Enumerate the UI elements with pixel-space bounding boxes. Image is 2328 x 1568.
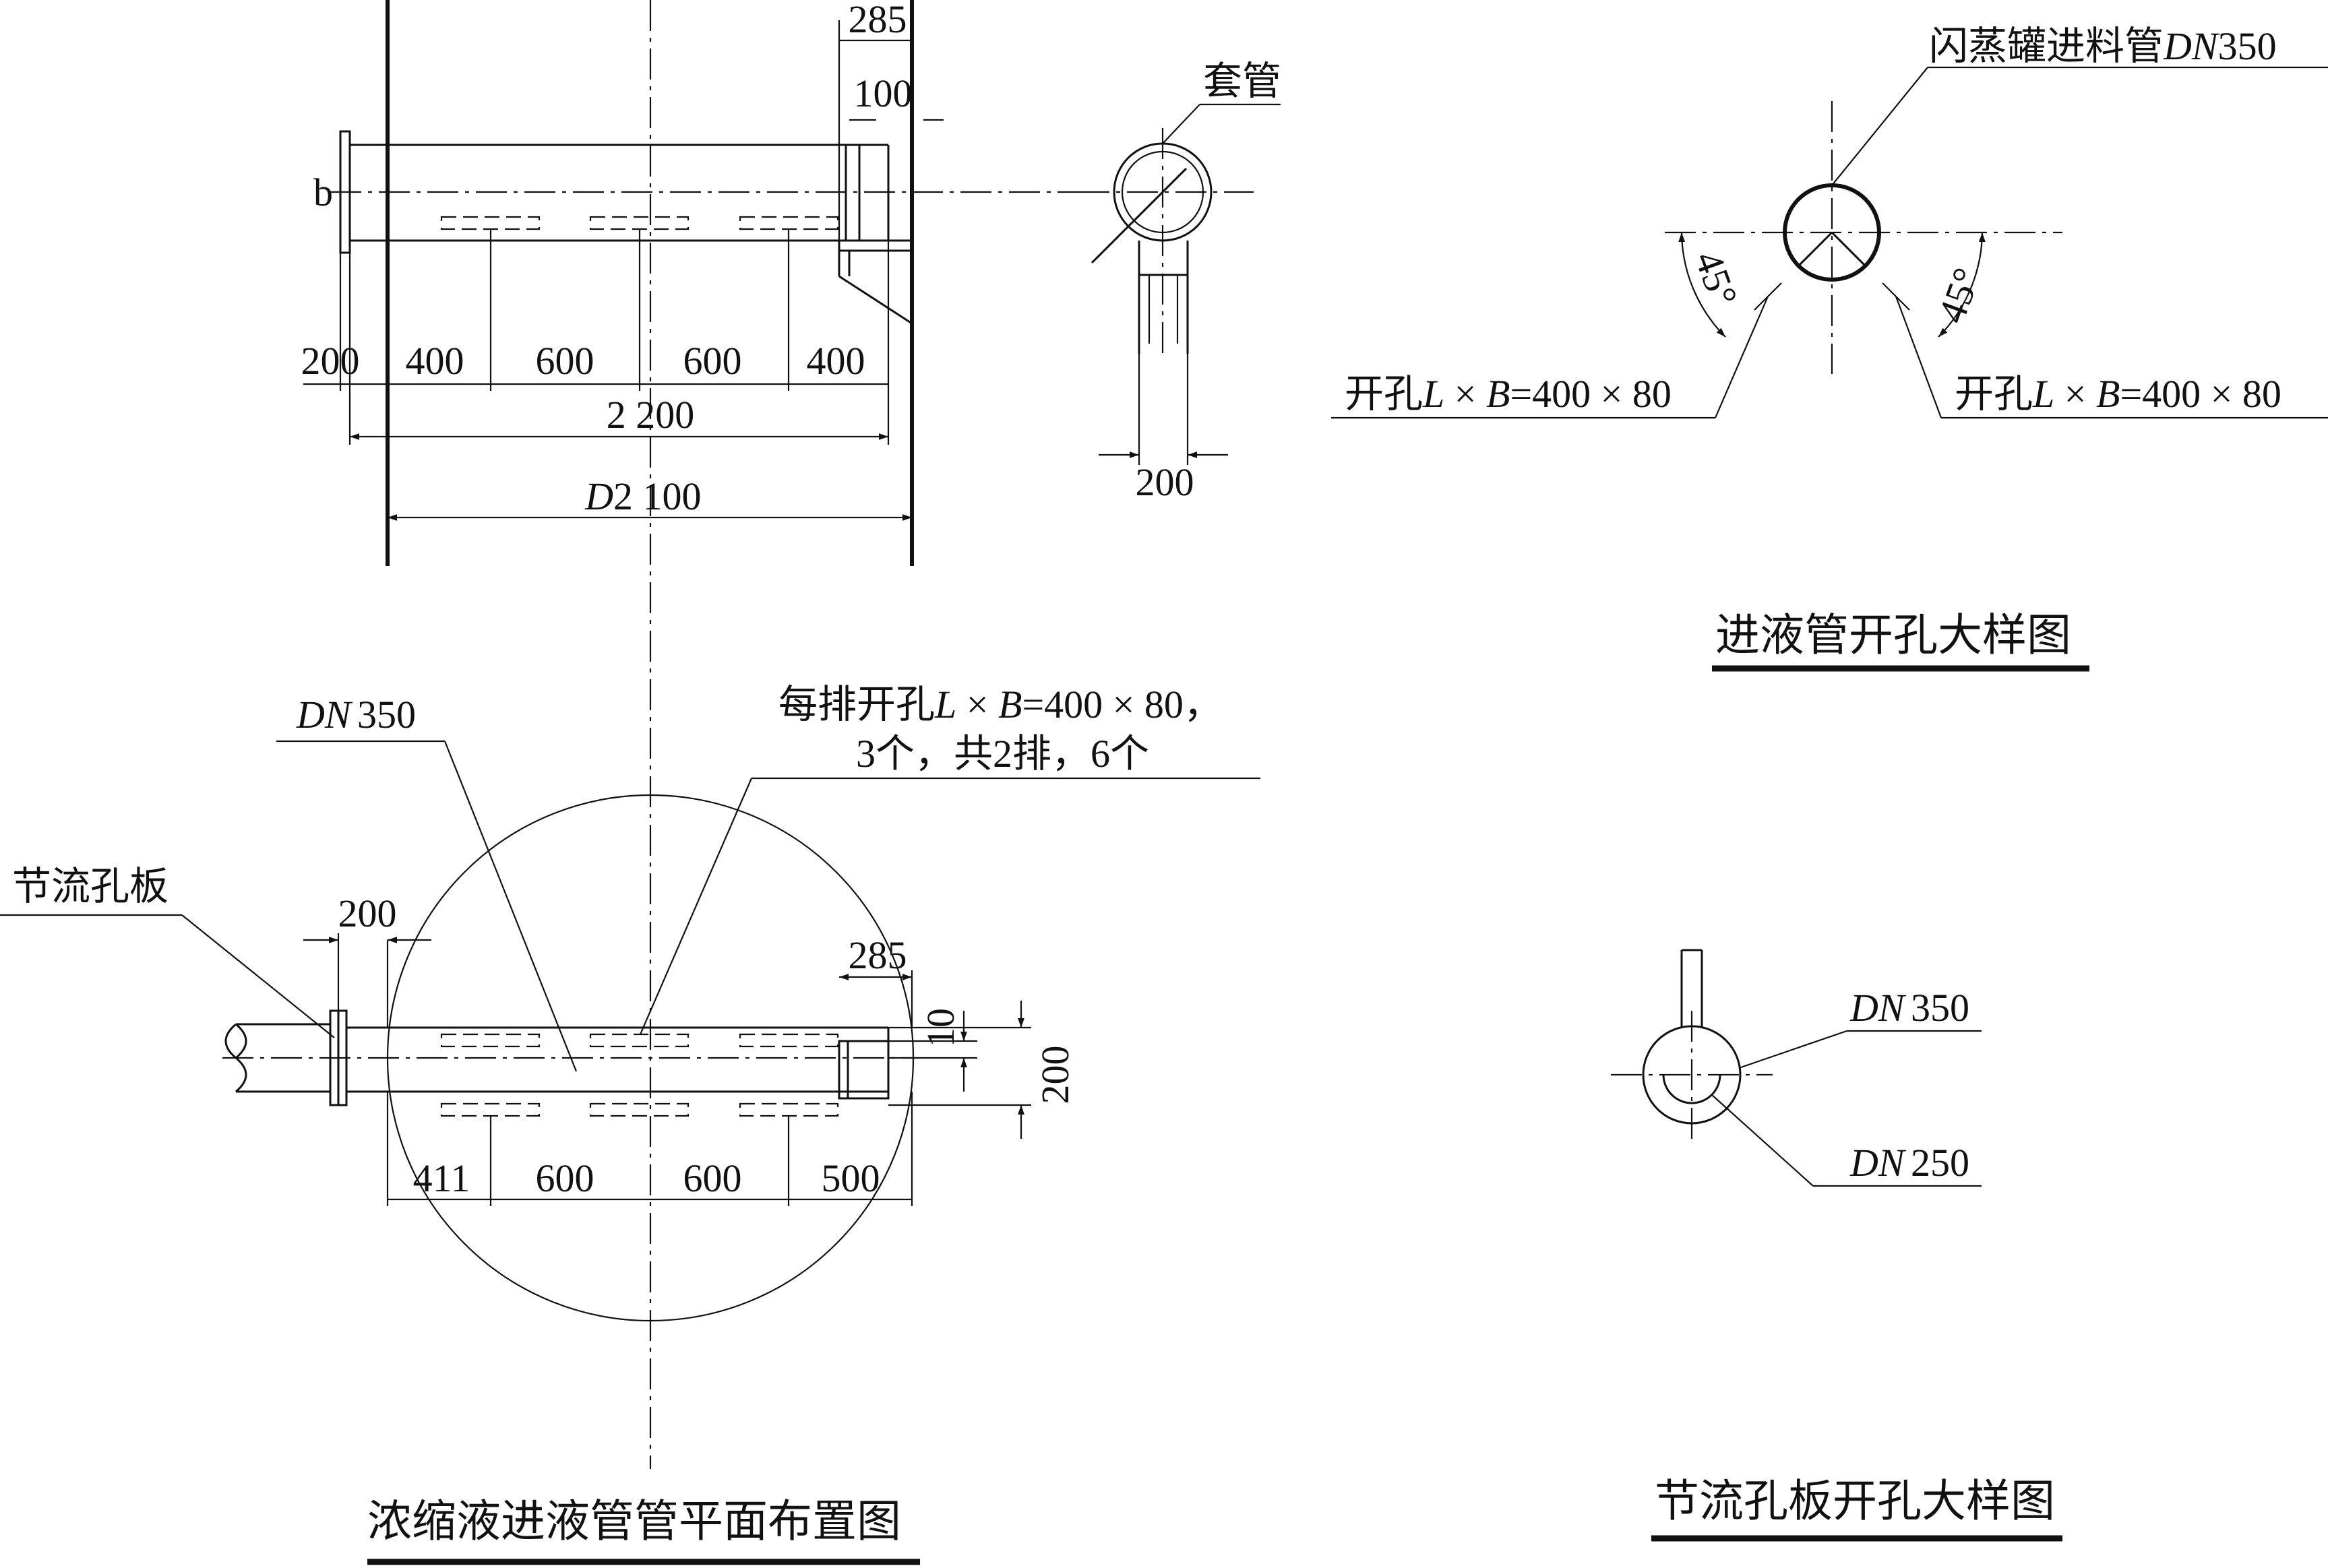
inlet-top-label: 闪蒸罐进料管DN350 [1929,24,2277,68]
sleeve-label: 套管 [1203,59,1281,103]
dim-600b-elev: 600 [683,339,742,383]
dim-diameter-prefix: D [584,474,613,518]
dim-411: 411 [413,1156,470,1200]
inlet-title: 进液管开孔大样图 [1715,611,2071,660]
dim-200-elev: 200 [301,339,360,383]
plan-pipe-dn: DN [296,693,353,736]
hole-right-label: 开孔L × B=400 × 80 [1955,372,2281,416]
orifice-label2-num: 250 [1911,1141,1969,1185]
dim-200-plan-left: 200 [338,891,397,935]
detail-orifice: DN 350 DN 250 节流孔板开孔大样图 [1611,949,2062,1542]
dim-total: 2 200 [607,393,695,437]
dim-600b-plan: 600 [683,1156,742,1200]
elevation-view: 200 400 600 600 400 2 200 D 2 100 285 10… [301,0,1078,1469]
orifice-label: 节流孔板 [12,865,169,908]
label-b: b [313,170,333,214]
holes-note-line2: 3个，共2排，6个 [856,732,1149,776]
dim-diameter-value: 2 100 [613,474,702,518]
dim-500: 500 [822,1156,880,1200]
dim-200-plan-right: 200 [1033,1046,1077,1104]
dim-200-side: 200 [1136,460,1194,504]
orifice-label1-num: 350 [1911,986,1969,1030]
dim-600a-plan: 600 [536,1156,594,1200]
dim-400b-elev: 400 [807,339,865,383]
side-view: 200 套管 [1078,59,1281,504]
orifice-label1-dn: DN [1849,986,1907,1030]
angle-right: 45° [1929,262,1989,329]
dim-100-elev: 100 [854,71,913,115]
hole-left-label: 开孔L × B=400 × 80 [1345,372,1672,416]
plan-title: 浓缩液进液管管平面布置图 [367,1497,901,1546]
holes-note-line1: 每排开孔L × B=400 × 80， [778,683,1223,726]
dim-285-plan: 285 [849,933,907,977]
plan-view: 411 600 600 500 200 285 10 200 DN 350 每排 [0,683,1260,1565]
dim-400-elev: 400 [406,339,464,383]
angle-left: 45° [1686,245,1746,312]
orifice-label2-dn: DN [1849,1141,1907,1185]
orifice-title: 节流孔板开孔大样图 [1655,1477,2055,1526]
plan-pipe-num: 350 [357,693,416,736]
dim-285-elev: 285 [849,0,907,41]
dim-600a-elev: 600 [536,339,594,383]
detail-inlet-holes: 45° 45° 开孔L × B=400 × 80 开孔L × B=400 × 8… [1331,24,2328,672]
